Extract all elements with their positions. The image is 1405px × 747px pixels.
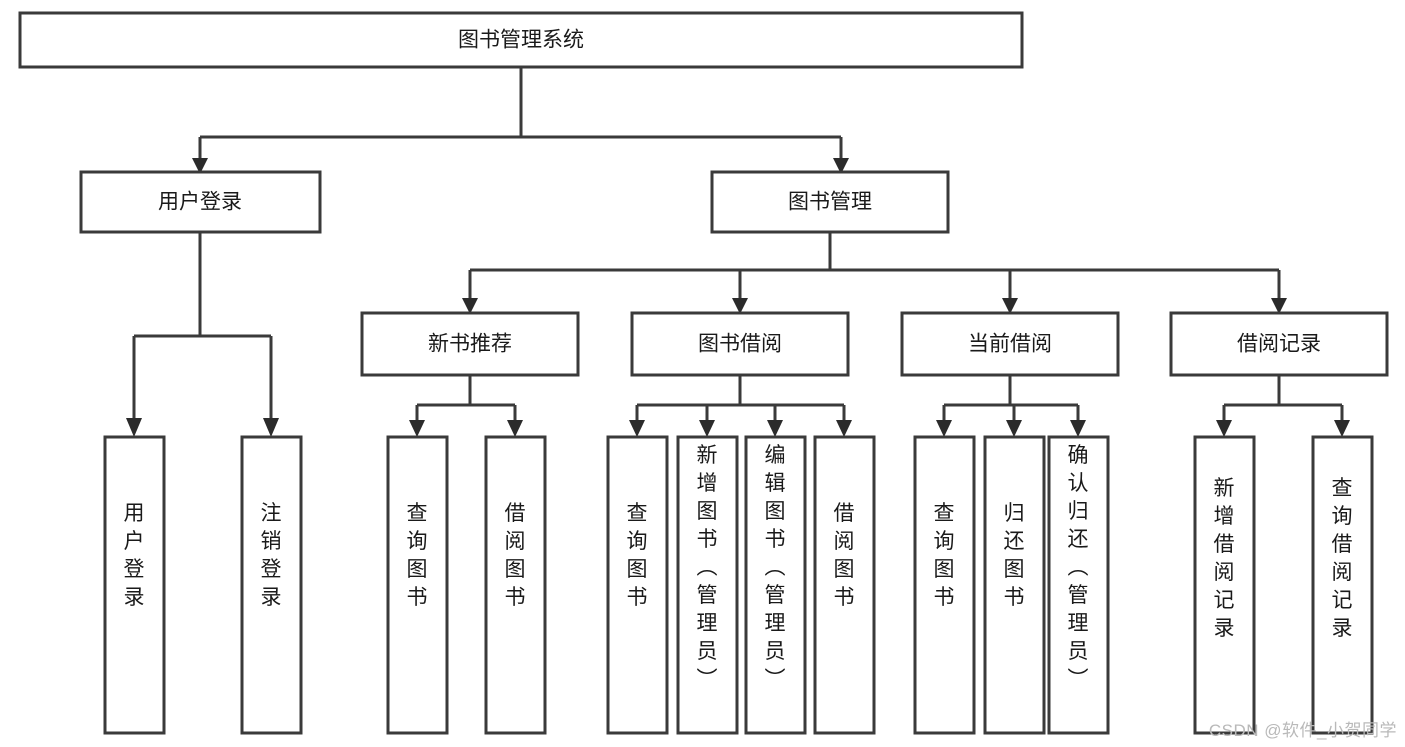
leaf-add-borrow-record-label: 新增借阅记录 [1214,477,1235,640]
arrow-to-leaf-borrow-book-2 [836,420,852,437]
leaf-add-borrow-record[interactable]: 新增借阅记录 [1193,435,1256,735]
leaf-query-borrow-record-box[interactable] [1311,435,1374,735]
arrow-to-leaf-return-book [1006,420,1022,437]
leaf-query-book-borrow-label: 查询图书 [627,502,648,609]
node-root-system-box[interactable] [18,11,1024,69]
arrow-to-borrow-record [1271,298,1287,314]
arrow-to-leaf-query-book-2 [629,420,645,437]
arrow-to-leaf-logout [263,418,279,437]
node-user-login[interactable]: 用户登录 [79,170,322,234]
arrow-to-user-login [192,158,208,174]
connectors-group [126,67,1350,437]
leaf-logout-label: 注销登录 [261,502,282,609]
leaf-borrow-book-borrow-label: 借阅图书 [834,502,855,609]
arrow-to-leaf-query-book-3 [936,420,952,437]
leaf-query-book-borrow[interactable]: 查询图书 [606,435,669,735]
leaf-user-login[interactable]: 用户登录 [103,435,166,735]
leaf-return-book-label: 归还图书 [1004,502,1025,609]
node-new-book-recommend-label: 新书推荐 [428,333,512,356]
leaf-logout-box[interactable] [240,435,303,735]
leaf-borrow-book-recommend-box[interactable] [484,435,547,735]
arrow-to-leaf-add-book [699,420,715,437]
node-new-book-recommend-box[interactable] [360,311,580,377]
arrow-to-leaf-user-login [126,418,142,437]
leaf-query-book-borrow-box[interactable] [606,435,669,735]
leaf-add-book-admin-label: 新增图书︵管理员︶ [697,444,718,691]
leaf-add-borrow-record-box[interactable] [1193,435,1256,735]
leaf-query-book-current[interactable]: 查询图书 [913,435,976,735]
leaf-edit-book-admin-label: 编辑图书︵管理员︶ [765,444,786,691]
leaf-query-book-recommend-box[interactable] [386,435,449,735]
node-book-borrow[interactable]: 图书借阅 [630,311,850,377]
node-root-system[interactable]: 图书管理系统 [18,11,1024,69]
leaf-confirm-return-admin[interactable]: 确认归还︵管理员︶ [1047,435,1110,735]
node-borrow-record-box[interactable] [1169,311,1389,377]
arrow-to-leaf-borrow-book-1 [507,420,523,437]
csdn-watermark: CSDN @软件_小贺同学 [1208,721,1397,740]
arrow-to-leaf-query-book-1 [409,420,425,437]
leaf-user-login-box[interactable] [103,435,166,735]
leaf-confirm-return-admin-box[interactable] [1047,435,1110,735]
leaf-confirm-return-admin-label: 确认归还︵管理员︶ [1068,444,1089,691]
arrow-to-leaf-edit-book [767,420,783,437]
leaf-query-book-current-label: 查询图书 [934,502,955,609]
leaf-add-book-admin-box[interactable] [676,435,739,735]
connector-user-login-to-leaves [132,232,273,420]
connector-book-management-to-level3 [468,232,1281,300]
leaf-add-book-admin[interactable]: 新增图书︵管理员︶ [676,435,739,735]
leaf-nodes-group: 用户登录 注销登录 查询图书 借阅图书 查询图书 新增图书︵管理员︶ 编辑图书︵… [103,435,1374,735]
leaf-return-book[interactable]: 归还图书 [983,435,1046,735]
node-book-borrow-label: 图书借阅 [698,333,782,356]
leaf-query-borrow-record-label: 查询借阅记录 [1332,477,1353,640]
connector-current-borrow-to-leaves [942,375,1080,422]
arrow-to-leaf-confirm-return [1070,420,1086,437]
connector-new-book-recommend-to-leaves [415,375,517,422]
leaf-borrow-book-borrow[interactable]: 借阅图书 [813,435,876,735]
node-root-system-label: 图书管理系统 [458,29,584,52]
node-book-management[interactable]: 图书管理 [710,170,950,234]
leaf-edit-book-admin[interactable]: 编辑图书︵管理员︶ [744,435,807,735]
arrow-to-new-book-recommend [462,298,478,314]
arrow-to-current-borrow [1002,298,1018,314]
node-borrow-record[interactable]: 借阅记录 [1169,311,1389,377]
leaf-user-login-label: 用户登录 [124,502,145,609]
node-new-book-recommend[interactable]: 新书推荐 [360,311,580,377]
arrow-to-book-management [833,158,849,174]
node-current-borrow[interactable]: 当前借阅 [900,311,1120,377]
node-book-management-box[interactable] [710,170,950,234]
arrow-to-leaf-add-borrow-record [1216,420,1232,437]
leaf-borrow-book-recommend[interactable]: 借阅图书 [484,435,547,735]
leaf-edit-book-admin-box[interactable] [744,435,807,735]
connector-book-borrow-to-leaves [635,375,846,422]
node-user-login-label: 用户登录 [158,191,242,214]
arrow-to-book-borrow [732,298,748,314]
leaf-return-book-box[interactable] [983,435,1046,735]
leaf-query-book-current-box[interactable] [913,435,976,735]
leaf-borrow-book-borrow-box[interactable] [813,435,876,735]
connector-root-to-level2 [198,67,843,160]
leaf-borrow-book-recommend-label: 借阅图书 [505,502,526,609]
node-book-management-label: 图书管理 [788,191,872,214]
node-book-borrow-box[interactable] [630,311,850,377]
arrow-to-leaf-query-borrow-record [1334,420,1350,437]
node-user-login-box[interactable] [79,170,322,234]
connector-borrow-record-to-leaves [1222,375,1344,422]
leaf-query-book-recommend-label: 查询图书 [407,502,428,609]
node-current-borrow-label: 当前借阅 [968,333,1052,356]
node-current-borrow-box[interactable] [900,311,1120,377]
leaf-logout[interactable]: 注销登录 [240,435,303,735]
node-borrow-record-label: 借阅记录 [1237,333,1321,356]
leaf-query-borrow-record[interactable]: 查询借阅记录 [1311,435,1374,735]
leaf-query-book-recommend[interactable]: 查询图书 [386,435,449,735]
